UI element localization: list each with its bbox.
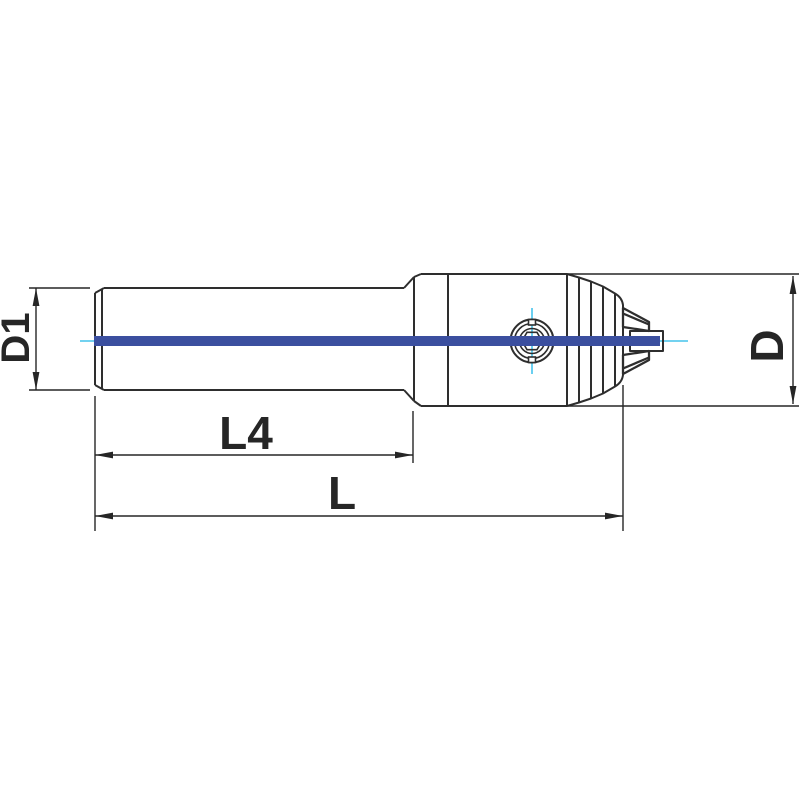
dimension-d: D: [567, 273, 799, 407]
l-arrow-right: [605, 512, 623, 520]
screw-top-notch: [527, 318, 537, 326]
dimension-l4: L4: [94, 396, 414, 531]
l4-arrow-left: [95, 451, 113, 459]
d-arrow-top: [789, 276, 797, 294]
d1-extension-lines: [29, 287, 90, 391]
screw-bottom-notch: [527, 356, 537, 364]
shank-outline: [94, 276, 415, 402]
dimension-l: L: [95, 385, 624, 531]
d-label: D: [741, 329, 793, 362]
l4-arrow-right: [395, 451, 413, 459]
dimension-d1: D1: [0, 287, 90, 391]
d1-arrow-top: [32, 288, 40, 306]
l-label: L: [328, 467, 356, 519]
d1-arrow-bottom: [32, 372, 40, 390]
d-extension-lines: [567, 273, 799, 407]
l-arrow-left: [95, 512, 113, 520]
d-arrow-bottom: [789, 386, 797, 404]
l4-label: L4: [219, 407, 273, 459]
d1-label: D1: [0, 312, 38, 363]
